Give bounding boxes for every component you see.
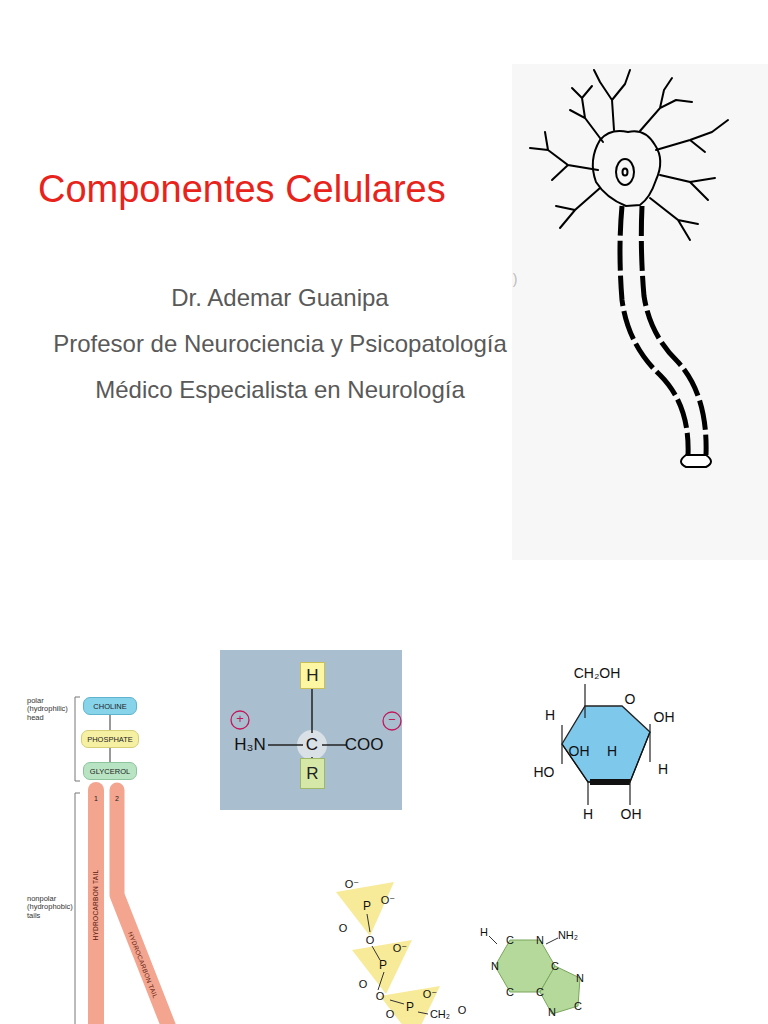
charge-circle (383, 712, 401, 730)
tail-number: 1 (94, 795, 98, 803)
amino-group: H₃N (234, 736, 265, 755)
author-line: Médico Especialista en Neurología (0, 377, 560, 403)
atom-label: HO (534, 765, 555, 780)
atom-label: OH (569, 744, 590, 759)
atom-label: C (506, 986, 514, 998)
head-bracket (75, 697, 80, 781)
atom-label: O⁻ (393, 942, 407, 954)
node-text: R (306, 764, 318, 784)
atom-label: P (379, 959, 387, 972)
atom-label: O⁻ (345, 878, 359, 890)
author-line: Profesor de Neurociencia y Psicopatologí… (0, 331, 560, 357)
atom-label: O (386, 1008, 395, 1020)
neuron-drawing (530, 70, 728, 240)
glucose-ring (562, 706, 650, 782)
amino-acid-panel (220, 650, 402, 810)
axon-terminal (681, 455, 711, 467)
atom-label: O (376, 990, 385, 1002)
phosphate-groups (336, 882, 440, 1024)
bracket-label: nonpolar (hydrophobic) tails (27, 895, 73, 920)
author-line: Dr. Ademar Guanipa (0, 285, 560, 311)
atom-label: P (363, 900, 371, 913)
atom-label: N (491, 960, 499, 972)
hydrocarbon-tail (88, 790, 104, 1024)
hydrocarbon-tail (117, 790, 170, 1024)
bracket-label: polar (hydrophilic) head (27, 697, 73, 722)
amino-bonds (268, 689, 346, 758)
bond-connector (109, 748, 111, 762)
atom-label: H (545, 708, 555, 723)
myelin-sheath (620, 206, 706, 455)
atom-label: C (506, 934, 514, 946)
substituent-box: H (300, 662, 325, 689)
glycerol-pill: GLYCEROL (83, 762, 137, 780)
tail-number: 2 (115, 795, 119, 803)
ring-front-edge (590, 779, 630, 785)
slide-title: Componentes Celulares (38, 168, 446, 211)
scan-mark: ) (513, 272, 518, 287)
atom-label: N (536, 934, 544, 946)
bond-connector (109, 715, 111, 730)
glucose-bonds (562, 684, 650, 805)
atom-label: OH (621, 807, 642, 822)
atom-label: O⁻ (423, 988, 437, 1000)
atom-label: H (583, 807, 593, 822)
adenine-rings (495, 940, 580, 1014)
tail-bracket (75, 793, 80, 1024)
charge-circle (231, 711, 249, 729)
atom-label: H (658, 762, 668, 777)
atom-label: O (366, 934, 375, 946)
tail-label: HYDROCARBON TAIL (92, 869, 99, 940)
node-text: GLYCEROL (90, 767, 130, 776)
atom-label: C (551, 960, 559, 972)
atom-label: O (359, 978, 368, 990)
atom-label: C (574, 1000, 582, 1012)
choline-pill: CHOLINE (83, 697, 137, 715)
atom-label: O⁻ (381, 894, 395, 906)
charge-sign: + (236, 712, 244, 726)
atom-label: CH₂ (430, 1008, 450, 1020)
atom-label: N (576, 972, 584, 984)
side-chain-box: R (300, 758, 325, 789)
atom-label: O (458, 1004, 467, 1016)
carboxyl-group: COO (345, 736, 384, 755)
atom-label: H (480, 926, 488, 938)
atom-label: CH₂OH (574, 666, 621, 681)
atom-symbol: C (306, 736, 318, 755)
atp-bonds (367, 914, 428, 1014)
atom-label: C (536, 986, 544, 998)
adenine-bonds (489, 936, 558, 944)
node-text: H (306, 666, 318, 686)
charge-sign: − (388, 713, 396, 727)
ring-edge (562, 732, 650, 782)
atom-label: O (625, 692, 636, 707)
atom-label: O (339, 922, 348, 934)
atom-label: P (406, 1001, 414, 1014)
phosphate-pill: PHOSPHATE (81, 730, 139, 748)
atom-label: NH₂ (558, 929, 578, 941)
atom-label: N (548, 1006, 556, 1018)
image-ground (512, 64, 768, 560)
node-text: PHOSPHATE (87, 735, 133, 744)
node-text: CHOLINE (93, 702, 126, 711)
atom-label: OH (654, 710, 675, 725)
atom-label: H (607, 744, 617, 759)
